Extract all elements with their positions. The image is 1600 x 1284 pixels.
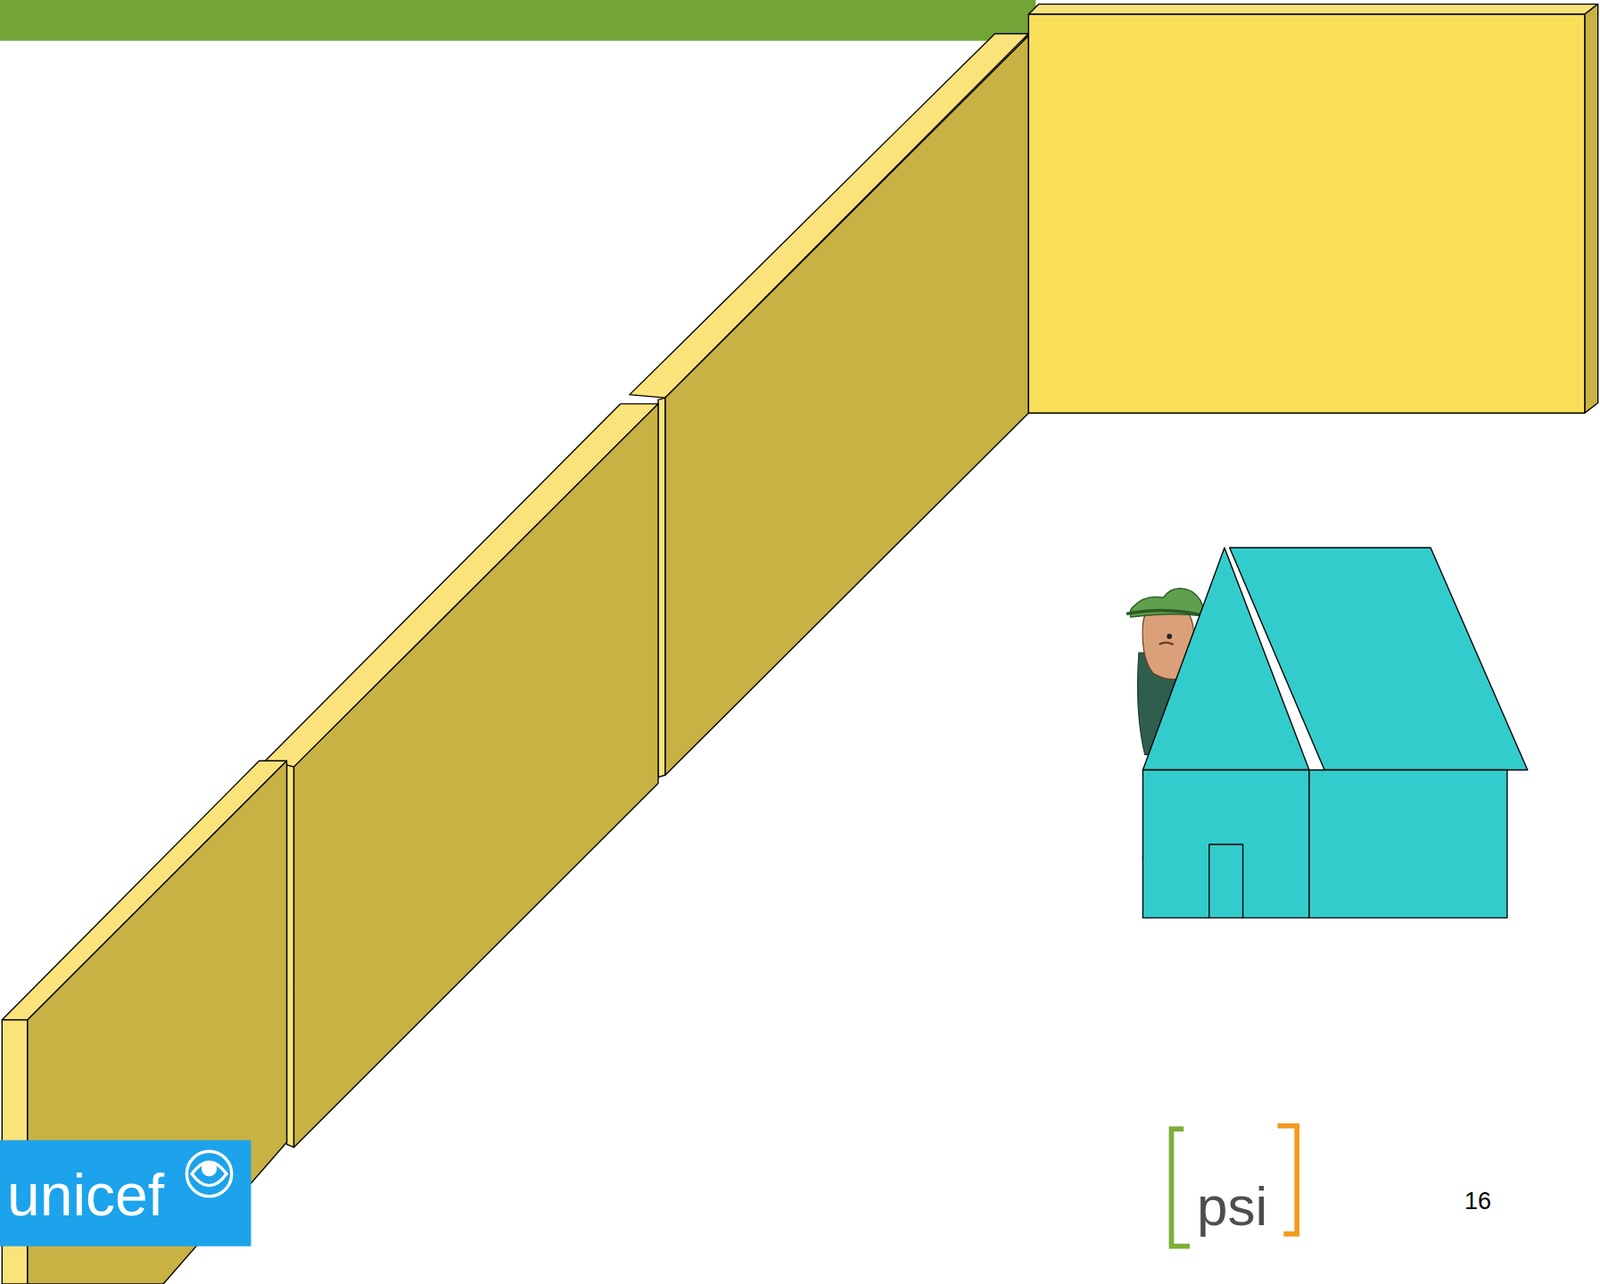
logo-text: psi xyxy=(1196,1179,1268,1235)
house xyxy=(1142,547,1527,918)
header-bar xyxy=(0,0,1036,42)
wall-segment xyxy=(264,404,658,1148)
wall-panel xyxy=(1028,4,1598,414)
wall-segment xyxy=(629,33,1029,778)
logo-text: unicef xyxy=(7,1165,165,1225)
page-number: 16 xyxy=(1464,1189,1492,1214)
logo-box xyxy=(0,1140,251,1247)
psi-logo-bracket xyxy=(1171,1126,1297,1247)
unicef-emblem xyxy=(186,1151,231,1196)
